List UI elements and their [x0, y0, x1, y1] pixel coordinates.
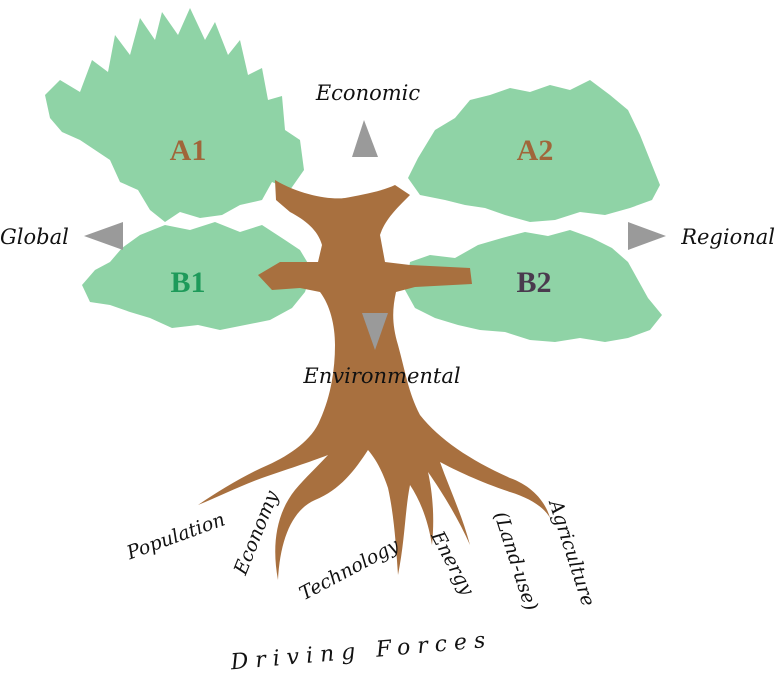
- scenario-label-a1: A1: [170, 134, 207, 167]
- root-label-economy: Economy: [229, 487, 283, 578]
- scenario-label-b1: B1: [170, 266, 205, 299]
- root-label-energy: Energy: [426, 527, 479, 600]
- foliage-a2: [408, 80, 660, 222]
- scenario-label-b2: B2: [516, 266, 551, 299]
- scenario-label-a2: A2: [517, 134, 554, 167]
- up-arrow-icon: [352, 120, 378, 157]
- left-arrow-icon: [84, 222, 123, 250]
- axis-label-regional: Regional: [680, 225, 775, 249]
- axis-label-global: Global: [0, 225, 69, 249]
- tree-trunk: [198, 180, 550, 580]
- root-label-agriculture: Agriculture: [544, 495, 600, 609]
- right-arrow-icon: [628, 222, 666, 250]
- axis-label-economic: Economic: [315, 81, 421, 105]
- driving-forces-label: Driving Forces: [229, 628, 494, 676]
- root-label-population: Population: [123, 508, 228, 564]
- foliage-b2: [405, 230, 662, 342]
- foliage-a1: [45, 8, 304, 222]
- down-arrow-icon: [362, 313, 388, 350]
- foliage-b1: [82, 222, 312, 330]
- root-label-land-use: (Land-use): [489, 509, 542, 614]
- axis-label-environmental: Environmental: [302, 364, 460, 388]
- root-label-technology: Technology: [296, 534, 403, 605]
